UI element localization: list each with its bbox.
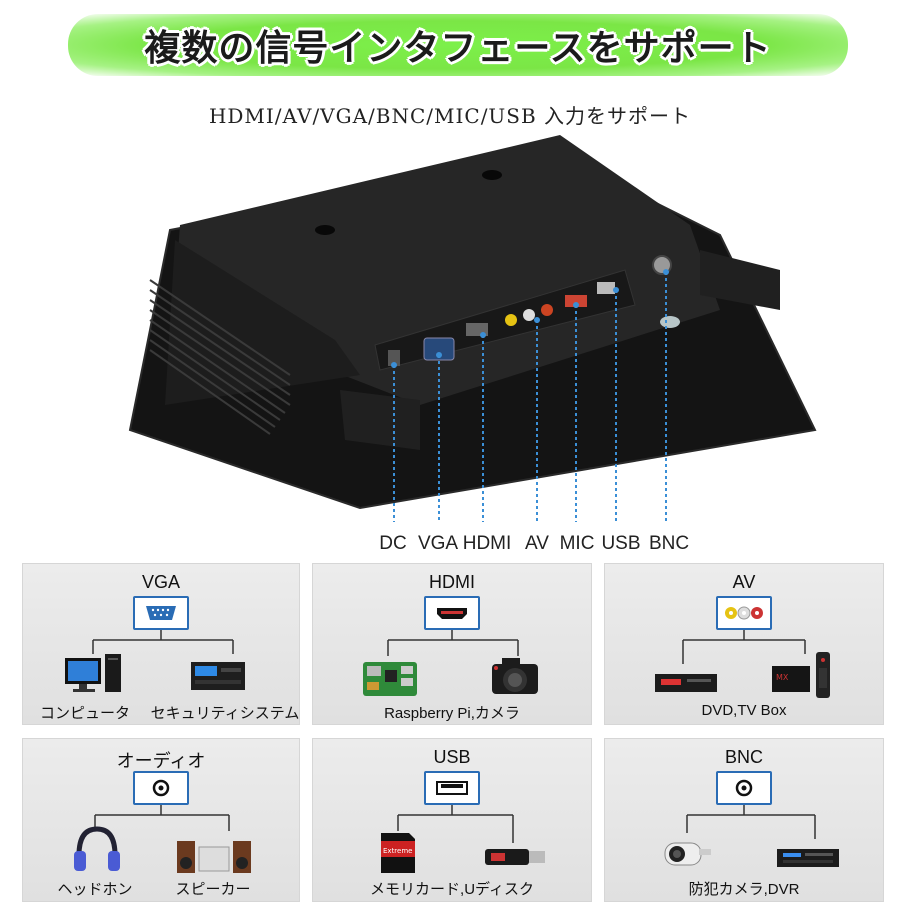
device-label-computer: コンピュータ bbox=[39, 705, 131, 722]
device-label-usb: メモリカード,Uディスク bbox=[370, 881, 534, 898]
device-label-bnc: 防犯カメラ,DVR bbox=[688, 881, 800, 898]
usb-stick-icon bbox=[485, 849, 545, 865]
device-label-security: セキュリティシステム bbox=[150, 705, 300, 722]
security-dvr-icon bbox=[191, 662, 245, 690]
usb-port-icon bbox=[424, 771, 480, 805]
panel-hdmi: HDMI Raspberry Pi,カメラ bbox=[312, 563, 592, 725]
device-label-av: DVD,TV Box bbox=[701, 702, 787, 719]
computer-icon bbox=[65, 654, 121, 692]
panel-title-hdmi: HDMI bbox=[429, 572, 475, 592]
tv-box-icon: MX bbox=[772, 652, 830, 698]
hdmi-port-icon bbox=[424, 596, 480, 630]
panel-usb: USB Extreme メモリカード,Uディスク bbox=[312, 738, 592, 902]
panel-title-vga: VGA bbox=[141, 572, 180, 592]
banner-title: 複数の信号インタフェースをサポート bbox=[144, 27, 772, 69]
monitor-back-image bbox=[128, 135, 817, 522]
title-banner: 複数の信号インタフェースをサポート bbox=[68, 14, 848, 76]
device-label-hdmi: Raspberry Pi,カメラ bbox=[384, 705, 520, 722]
panel-audio: オーディオ ヘッドホン スピーカー bbox=[22, 738, 300, 902]
av-rca-port-icon bbox=[716, 596, 772, 630]
port-label-av: AV bbox=[525, 533, 549, 554]
port-label-usb: USB bbox=[601, 533, 641, 554]
panel-vga: VGA コンピュータ セキュリティシステム bbox=[22, 563, 300, 725]
subtitle: HDMI/AV/VGA/BNC/MIC/USB 入力をサポート bbox=[208, 104, 692, 128]
audio-jack-icon bbox=[133, 771, 189, 805]
panel-title-av: AV bbox=[732, 572, 756, 592]
raspberry-pi-icon bbox=[363, 662, 417, 696]
dvd-player-icon bbox=[655, 674, 717, 692]
sd-card-icon: Extreme bbox=[381, 833, 415, 873]
port-label-mic: MIC bbox=[559, 533, 595, 554]
headphones-icon bbox=[74, 826, 120, 871]
vga-port-icon bbox=[133, 596, 189, 630]
panel-av: AV MX DVD,TV Box bbox=[604, 563, 884, 725]
panel-bnc: BNC 防犯カメラ,DVR bbox=[604, 738, 884, 902]
port-label-dc: DC bbox=[379, 533, 407, 554]
panel-title-bnc: BNC bbox=[724, 747, 763, 767]
camera-icon bbox=[492, 658, 538, 694]
device-label-headphones: ヘッドホン bbox=[57, 881, 133, 898]
svg-text:MX: MX bbox=[776, 673, 789, 682]
bnc-port-icon bbox=[716, 771, 772, 805]
port-label-bnc: BNC bbox=[648, 533, 690, 554]
dvr-icon bbox=[777, 849, 839, 867]
port-label-vga: VGA bbox=[417, 533, 459, 554]
device-label-speakers: スピーカー bbox=[175, 881, 251, 898]
panel-title-audio: オーディオ bbox=[116, 751, 206, 771]
panel-title-usb: USB bbox=[433, 747, 471, 767]
port-label-hdmi: HDMI bbox=[462, 533, 512, 554]
svg-text:Extreme: Extreme bbox=[383, 847, 412, 855]
cctv-camera-icon bbox=[664, 842, 711, 866]
speakers-icon bbox=[177, 841, 251, 873]
